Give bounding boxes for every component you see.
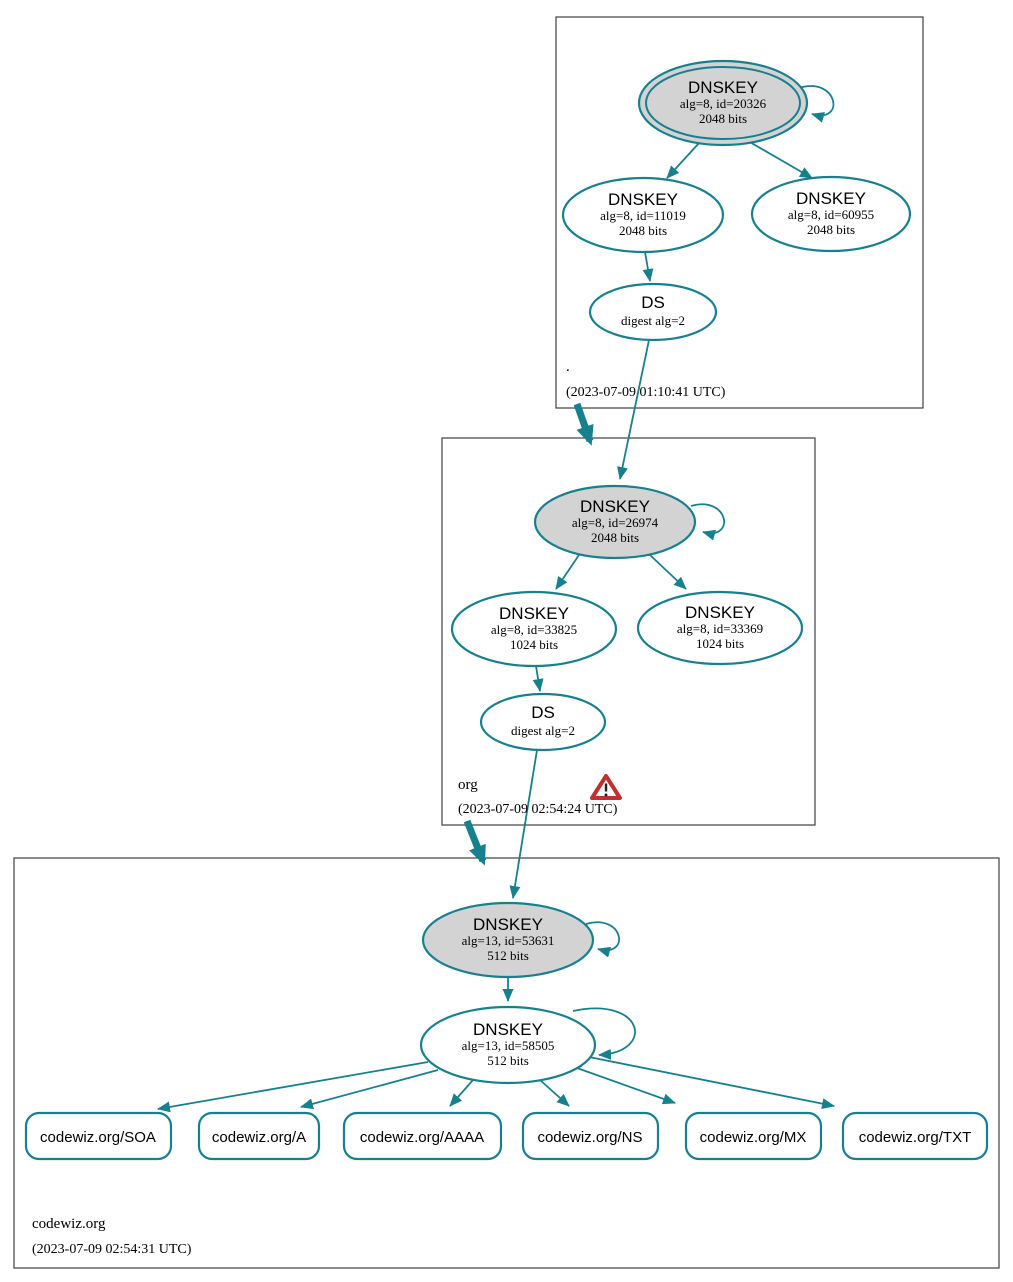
zone-label-org: org [458, 777, 478, 793]
rrset-label: codewiz.org/AAAA [360, 1129, 484, 1146]
ds-title: DS [531, 703, 555, 722]
dnskey-detail: alg=13, id=58505 [462, 1038, 555, 1053]
warning-exclamation-dot [604, 793, 608, 797]
rrset-label: codewiz.org/TXT [859, 1129, 972, 1146]
root-ksk-node[interactable]: DNSKEY alg=8, id=20326 2048 bits [637, 59, 809, 147]
dnskey-title: DNSKEY [499, 604, 569, 623]
ds-detail: digest alg=2 [511, 723, 575, 738]
rrset-node-ns[interactable]: codewiz.org/NS [521, 1111, 660, 1161]
dnskey-bits: 1024 bits [510, 637, 558, 652]
rrset-label: codewiz.org/A [212, 1129, 306, 1146]
warning-icon[interactable] [590, 774, 622, 800]
rrset-label: codewiz.org/NS [537, 1129, 642, 1146]
dnskey-bits: 512 bits [487, 1053, 529, 1068]
zone-label-codewiz: codewiz.org [32, 1216, 106, 1232]
dnskey-ellipse[interactable] [419, 1005, 597, 1085]
dnskey-ellipse[interactable] [533, 484, 697, 560]
dnskey-bits: 2048 bits [699, 111, 747, 126]
dnskey-title: DNSKEY [796, 189, 866, 208]
rrsig-edge-zsk-mx [576, 1067, 676, 1105]
ds-ellipse[interactable] [479, 692, 607, 752]
rrset-box[interactable] [342, 1111, 503, 1161]
rrset-box[interactable] [24, 1111, 173, 1161]
rrset-label: codewiz.org/SOA [40, 1129, 156, 1146]
rrsig-edge-zsk-aaaa [449, 1079, 474, 1107]
rrsig-edge-org-ksk-zsk1 [555, 554, 580, 590]
dnskey-detail: alg=8, id=33825 [491, 622, 577, 637]
rrsig-edge-org-ksk-zsk2 [649, 554, 687, 590]
rrset-box[interactable] [197, 1111, 321, 1161]
codewiz-zsk-node[interactable]: DNSKEY alg=13, id=58505 512 bits [419, 1005, 597, 1085]
ds-ellipse[interactable] [588, 282, 718, 342]
zone-box-root [555, 16, 924, 409]
rrsig-selfloop-codewiz-zsk [572, 1007, 636, 1060]
rrset-node-aaaa[interactable]: codewiz.org/AAAA [342, 1111, 503, 1161]
dnskey-detail: alg=8, id=60955 [788, 207, 874, 222]
rrsig-selfloop-org-ksk [690, 503, 725, 541]
dnskey-title: DNSKEY [580, 497, 650, 516]
rrsig-edge-zsk-ns [539, 1079, 570, 1107]
rrsig-edge-zsk-soa [157, 1061, 429, 1113]
dnskey-title: DNSKEY [688, 78, 758, 97]
rrsig-edge-root-zsk-ds [642, 251, 654, 282]
rrsig-edge-root-ksk-zsk1 [666, 141, 701, 179]
dnskey-bits: 2048 bits [591, 530, 639, 545]
rrsig-selfloop-root-ksk [798, 85, 835, 123]
ds-edge-org-to-codewiz-ksk [509, 749, 538, 899]
org-ds-node[interactable]: DS digest alg=2 [479, 692, 607, 752]
zone-box-codewiz-org [13, 857, 1000, 1269]
dnskey-title: DNSKEY [473, 915, 543, 934]
rrset-node-soa[interactable]: codewiz.org/SOA [24, 1111, 173, 1161]
rrset-node-a[interactable]: codewiz.org/A [197, 1111, 321, 1161]
dnskey-title: DNSKEY [473, 1020, 543, 1039]
root-zsk2-node[interactable]: DNSKEY alg=8, id=60955 2048 bits [750, 175, 912, 253]
dnskey-bits: 512 bits [487, 948, 529, 963]
ds-detail: digest alg=2 [621, 313, 685, 328]
dnskey-bits: 2048 bits [619, 223, 667, 238]
dnskey-detail: alg=8, id=11019 [600, 208, 686, 223]
dnskey-ellipse[interactable] [450, 590, 618, 668]
dnskey-bits: 2048 bits [807, 222, 855, 237]
dnskey-ellipse[interactable] [636, 590, 804, 666]
root-zsk1-node[interactable]: DNSKEY alg=8, id=11019 2048 bits [561, 176, 725, 254]
zone-timestamp-org: (2023-07-09 02:54:24 UTC) [458, 802, 618, 817]
rrset-label: codewiz.org/MX [700, 1129, 807, 1146]
zone-label-root: . [566, 359, 570, 375]
dnskey-title: DNSKEY [608, 190, 678, 209]
rrset-node-txt[interactable]: codewiz.org/TXT [841, 1111, 989, 1161]
org-ksk-node[interactable]: DNSKEY alg=8, id=26974 2048 bits [533, 484, 697, 560]
rrsig-edge-zsk-a [300, 1069, 439, 1110]
rrsig-edge-zsk-txt [588, 1056, 835, 1110]
zone-timestamp-codewiz: (2023-07-09 02:54:31 UTC) [32, 1242, 192, 1257]
codewiz-ksk-node[interactable]: DNSKEY alg=13, id=53631 512 bits [421, 901, 595, 979]
rrsig-selfloop-codewiz-ksk [585, 921, 620, 958]
zone-cut-arrow-root-org [573, 402, 594, 446]
org-zsk1-node[interactable]: DNSKEY alg=8, id=33825 1024 bits [450, 590, 618, 668]
dnskey-ellipse[interactable] [561, 176, 725, 254]
rrset-box[interactable] [841, 1111, 989, 1161]
ds-edge-root-to-org-ksk [617, 339, 650, 480]
dnskey-ellipse[interactable] [750, 175, 912, 253]
rrset-node-mx[interactable]: codewiz.org/MX [684, 1111, 823, 1161]
rrsig-edge-org-zsk-ds [532, 665, 544, 692]
trust-anchor-inner-ring [645, 66, 801, 140]
dnskey-detail: alg=8, id=33369 [677, 621, 763, 636]
rrset-box[interactable] [684, 1111, 823, 1161]
dnskey-detail: alg=8, id=20326 [680, 96, 767, 111]
rrsig-edge-root-ksk-zsk2 [747, 140, 813, 179]
dnskey-title: DNSKEY [685, 603, 755, 622]
rrset-box[interactable] [521, 1111, 660, 1161]
ds-title: DS [641, 293, 665, 312]
dnskey-detail: alg=8, id=26974 [572, 515, 659, 530]
dnskey-bits: 1024 bits [696, 636, 744, 651]
zone-timestamp-root: (2023-07-09 01:10:41 UTC) [566, 385, 726, 400]
zone-cut-arrow-org-codewiz [463, 819, 487, 866]
dnskey-ellipse[interactable] [637, 59, 809, 147]
dnskey-detail: alg=13, id=53631 [462, 933, 555, 948]
root-ds-node[interactable]: DS digest alg=2 [588, 282, 718, 342]
org-zsk2-node[interactable]: DNSKEY alg=8, id=33369 1024 bits [636, 590, 804, 666]
dnskey-ellipse[interactable] [421, 901, 595, 979]
